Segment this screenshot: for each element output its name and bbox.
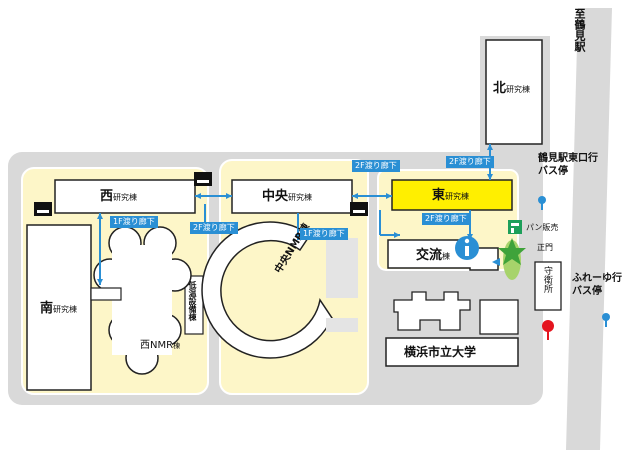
university-wing bbox=[479, 299, 519, 335]
bus-stop-fureai-line2: バス停 bbox=[572, 286, 602, 297]
bus-stop-fureai-line1: ふれーゆ行 bbox=[572, 273, 622, 284]
bus-stop-tsurumi-label: 鶴見駅東口行 バス停 bbox=[538, 152, 598, 178]
bridge-tag-center-east: 2F渡り廊下 bbox=[352, 160, 400, 172]
guard-house bbox=[534, 261, 562, 311]
west-building-label: 西研究棟 bbox=[100, 189, 138, 204]
bridge-tag-center-nmr: 1F渡り廊下 bbox=[300, 228, 348, 240]
bus-stop-tsurumi-line2: バス停 bbox=[538, 166, 568, 177]
south-connector bbox=[90, 287, 122, 301]
guard-house-label: 守衛所 bbox=[542, 266, 552, 293]
gate-arrow-icon bbox=[492, 258, 500, 266]
south-building-label: 南研究棟 bbox=[40, 301, 78, 316]
low-temp-label: 低温設備棟 bbox=[188, 281, 197, 321]
bridge-tag-east-exchange: 2F渡り廊下 bbox=[422, 213, 470, 225]
bridge-tag-west-south: 1F渡り廊下 bbox=[110, 216, 158, 228]
east-building-label: 東研究棟 bbox=[432, 188, 470, 203]
bus-stop-tsurumi-line1: 鶴見駅東口行 bbox=[538, 153, 598, 164]
north-building bbox=[485, 39, 543, 145]
west-nmr-fill bbox=[96, 229, 189, 372]
bridge-tag-west-center: 2F渡り廊下 bbox=[190, 222, 238, 234]
south-building bbox=[26, 224, 92, 391]
gate-label: 正門 bbox=[537, 243, 553, 252]
bus-stop-fureai-label: ふれーゆ行 バス停 bbox=[572, 272, 622, 298]
bakery-label: パン販売 bbox=[526, 223, 559, 232]
bakery-icon bbox=[508, 220, 522, 234]
university-annex bbox=[393, 291, 471, 331]
tree-icon bbox=[498, 238, 526, 265]
info-icon bbox=[455, 236, 479, 260]
north-building-label: 北研究棟 bbox=[493, 81, 531, 96]
bridge-arrows bbox=[97, 144, 493, 285]
bus-stop-icon bbox=[538, 196, 610, 327]
center-small-block bbox=[326, 318, 358, 332]
bridge-tag-north-east: 2F渡り廊下 bbox=[446, 156, 494, 168]
main-road bbox=[566, 8, 612, 450]
university-building bbox=[385, 337, 519, 367]
center-building-label: 中央研究棟 bbox=[262, 189, 313, 204]
exchange-building-label: 交流棟 bbox=[416, 248, 451, 263]
university-label: 横浜市立大学 bbox=[404, 345, 477, 359]
station-direction-label: 至鶴見駅 bbox=[573, 8, 586, 52]
west-nmr-label: 西NMR棟 bbox=[140, 340, 181, 351]
center-building bbox=[231, 179, 353, 214]
smoking-area-icon bbox=[34, 172, 368, 216]
west-building bbox=[54, 179, 196, 214]
guard-pin-icon bbox=[542, 320, 554, 340]
center-nmr-annex bbox=[326, 238, 358, 298]
